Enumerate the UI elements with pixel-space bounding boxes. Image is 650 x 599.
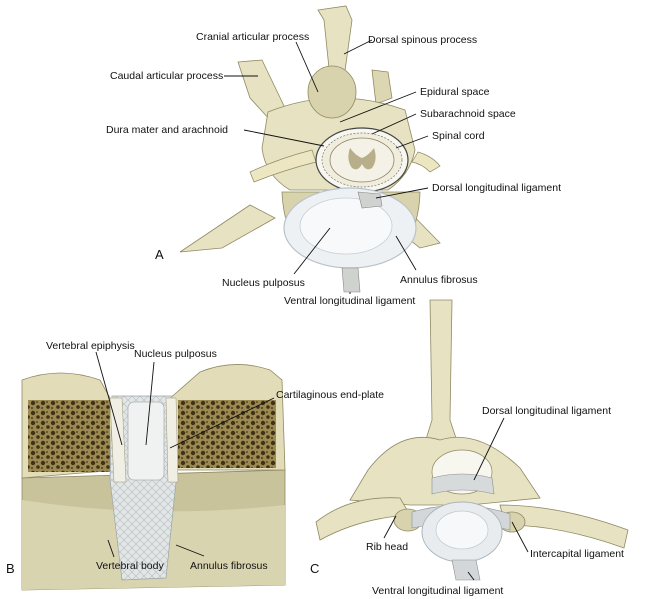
dorsal-longitudinal-ligament-c: [431, 473, 495, 495]
label-subarachnoid-space: Subarachnoid space: [420, 108, 516, 120]
end-plate-left: [109, 397, 127, 483]
label-intercapital-ligament: Intercapital ligament: [530, 548, 624, 560]
spinous-process-c: [421, 299, 461, 453]
label-annulus-fibrosus-b: Annulus fibrosus: [190, 560, 268, 572]
panel-letter-b: B: [6, 561, 15, 576]
ventral-longitudinal-ligament-c: [451, 559, 481, 581]
end-plate-right: [165, 397, 179, 483]
transverse-process-left: [179, 204, 276, 253]
nucleus-pulposus-shape: [299, 197, 393, 255]
panel-letter-a: A: [155, 247, 164, 262]
label-dura-mater-and-arachnoid: Dura mater and arachnoid: [106, 124, 228, 136]
panel-b: [21, 364, 286, 591]
cancellous-bone-left: [28, 400, 110, 472]
rib-right: [499, 504, 629, 549]
label-ventral-longitudinal-ligament-a: Ventral longitudinal ligament: [284, 295, 415, 307]
label-nucleus-pulposus-a: Nucleus pulposus: [222, 277, 305, 289]
label-vertebral-epiphysis: Vertebral epiphysis: [46, 340, 135, 352]
label-dorsal-longitudinal-ligament-a: Dorsal longitudinal ligament: [432, 182, 561, 194]
label-ventral-longitudinal-ligament-c: Ventral longitudinal ligament: [372, 585, 503, 597]
label-cranial-articular-process: Cranial articular process: [196, 31, 309, 43]
label-epidural-space: Epidural space: [420, 86, 490, 98]
label-annulus-fibrosus-a: Annulus fibrosus: [400, 274, 478, 286]
panel-letter-c: C: [310, 561, 319, 576]
label-dorsal-longitudinal-ligament-c: Dorsal longitudinal ligament: [482, 405, 611, 417]
panel-c: [315, 299, 629, 581]
label-caudal-articular-process: Caudal articular process: [110, 70, 223, 82]
label-nucleus-pulposus-b: Nucleus pulposus: [134, 348, 217, 360]
label-rib-head: Rib head: [366, 541, 408, 553]
ventral-longitudinal-ligament-shape: [341, 267, 361, 293]
labels-a: Cranial articular process Dorsal spinous…: [106, 31, 561, 307]
label-spinal-cord: Spinal cord: [432, 130, 485, 142]
label-cartilaginous-end-plate: Cartilaginous end-plate: [276, 389, 384, 401]
leader-lines: [95, 39, 529, 581]
cranial-articular-process-shape: [307, 65, 357, 119]
cancellous-bone-right: [178, 400, 276, 468]
label-dorsal-spinous-process: Dorsal spinous process: [368, 34, 477, 46]
label-vertebral-body: Vertebral body: [96, 560, 164, 572]
panel-a: [179, 5, 441, 293]
labels-b: Vertebral epiphysis Nucleus pulposus Car…: [6, 340, 384, 576]
labels-c: Dorsal longitudinal ligament Rib head In…: [310, 405, 624, 597]
dorsal-longitudinal-ligament-shape: [357, 191, 383, 209]
